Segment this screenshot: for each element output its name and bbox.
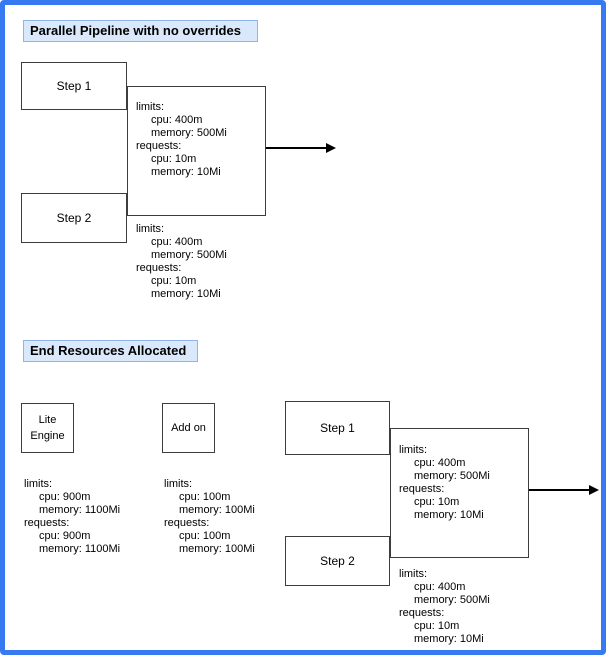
arrow-head <box>326 142 336 153</box>
resource-line: memory: 100Mi <box>179 543 255 555</box>
resource-line: requests: <box>136 262 182 274</box>
arrow-head <box>589 484 599 495</box>
resource-line: limits: <box>24 478 53 490</box>
resource-line: cpu: 10m <box>151 153 197 165</box>
node-label-line2: Engine <box>30 430 65 442</box>
node-label: Step 1 <box>56 79 92 93</box>
resource-line: cpu: 900m <box>39 530 91 542</box>
resource-line: memory: 100Mi <box>179 504 255 516</box>
node-label: Step 2 <box>56 211 92 225</box>
resource-line: limits: <box>399 568 428 580</box>
resource-line: cpu: 400m <box>151 236 203 248</box>
resource-line: cpu: 400m <box>151 114 203 126</box>
resource-line: requests: <box>136 140 182 152</box>
resource-line: requests: <box>164 517 210 529</box>
resource-line: cpu: 400m <box>414 457 466 469</box>
resource-line: limits: <box>164 478 193 490</box>
resource-line: limits: <box>399 444 428 456</box>
resources-step2-top: limits: cpu: 400m memory: 500Mi requests… <box>136 223 227 301</box>
node-label: Step 2 <box>320 554 355 568</box>
resource-line: memory: 10Mi <box>151 166 221 178</box>
resource-line: cpu: 400m <box>414 581 466 593</box>
resource-line: memory: 10Mi <box>414 633 484 645</box>
resources-lite-engine: limits: cpu: 900m memory: 1100Mi request… <box>24 478 120 556</box>
resource-line: cpu: 100m <box>179 530 231 542</box>
resource-line: memory: 500Mi <box>414 594 490 606</box>
resource-line: cpu: 10m <box>414 620 460 632</box>
resource-line: memory: 500Mi <box>151 127 227 139</box>
node-step1-top: Step 1 <box>21 62 127 110</box>
section-title-end-resources: End Resources Allocated <box>23 340 198 362</box>
resource-line: memory: 500Mi <box>151 249 227 261</box>
resource-line: cpu: 900m <box>39 491 91 503</box>
resource-line: memory: 1100Mi <box>39 543 121 555</box>
node-add-on: Add on <box>162 403 215 453</box>
arrow-shaft <box>529 489 592 491</box>
resource-line: memory: 500Mi <box>414 470 490 482</box>
resources-step2-bottom: limits: cpu: 400m memory: 500Mi requests… <box>399 568 490 646</box>
resource-line: memory: 10Mi <box>414 509 484 521</box>
resources-step1-top: limits: cpu: 400m memory: 500Mi requests… <box>136 101 227 179</box>
node-step2-top: Step 2 <box>21 193 127 243</box>
resource-line: requests: <box>24 517 70 529</box>
resource-line: cpu: 10m <box>414 496 460 508</box>
resource-line: limits: <box>136 223 165 235</box>
arrow-shaft <box>266 147 329 149</box>
node-step2-bottom: Step 2 <box>285 536 390 586</box>
node-label: Add on <box>171 422 206 434</box>
resources-add-on: limits: cpu: 100m memory: 100Mi requests… <box>164 478 255 556</box>
resource-line: memory: 1100Mi <box>39 504 121 516</box>
node-step1-bottom: Step 1 <box>285 401 390 455</box>
resource-line: cpu: 10m <box>151 275 197 287</box>
node-lite-engine: Lite Engine <box>21 403 74 453</box>
node-label: Step 1 <box>320 421 355 435</box>
node-label-line1: Lite <box>38 414 57 426</box>
section-title-parallel-pipeline: Parallel Pipeline with no overrides <box>23 20 258 42</box>
merge-rect-bottom <box>390 428 529 558</box>
merge-rect-top <box>127 86 266 216</box>
resource-line: requests: <box>399 607 445 619</box>
resources-step1-bottom: limits: cpu: 400m memory: 500Mi requests… <box>399 444 490 522</box>
resource-line: limits: <box>136 101 165 113</box>
resource-line: memory: 10Mi <box>151 288 221 300</box>
resource-line: cpu: 100m <box>179 491 231 503</box>
resource-line: requests: <box>399 483 445 495</box>
